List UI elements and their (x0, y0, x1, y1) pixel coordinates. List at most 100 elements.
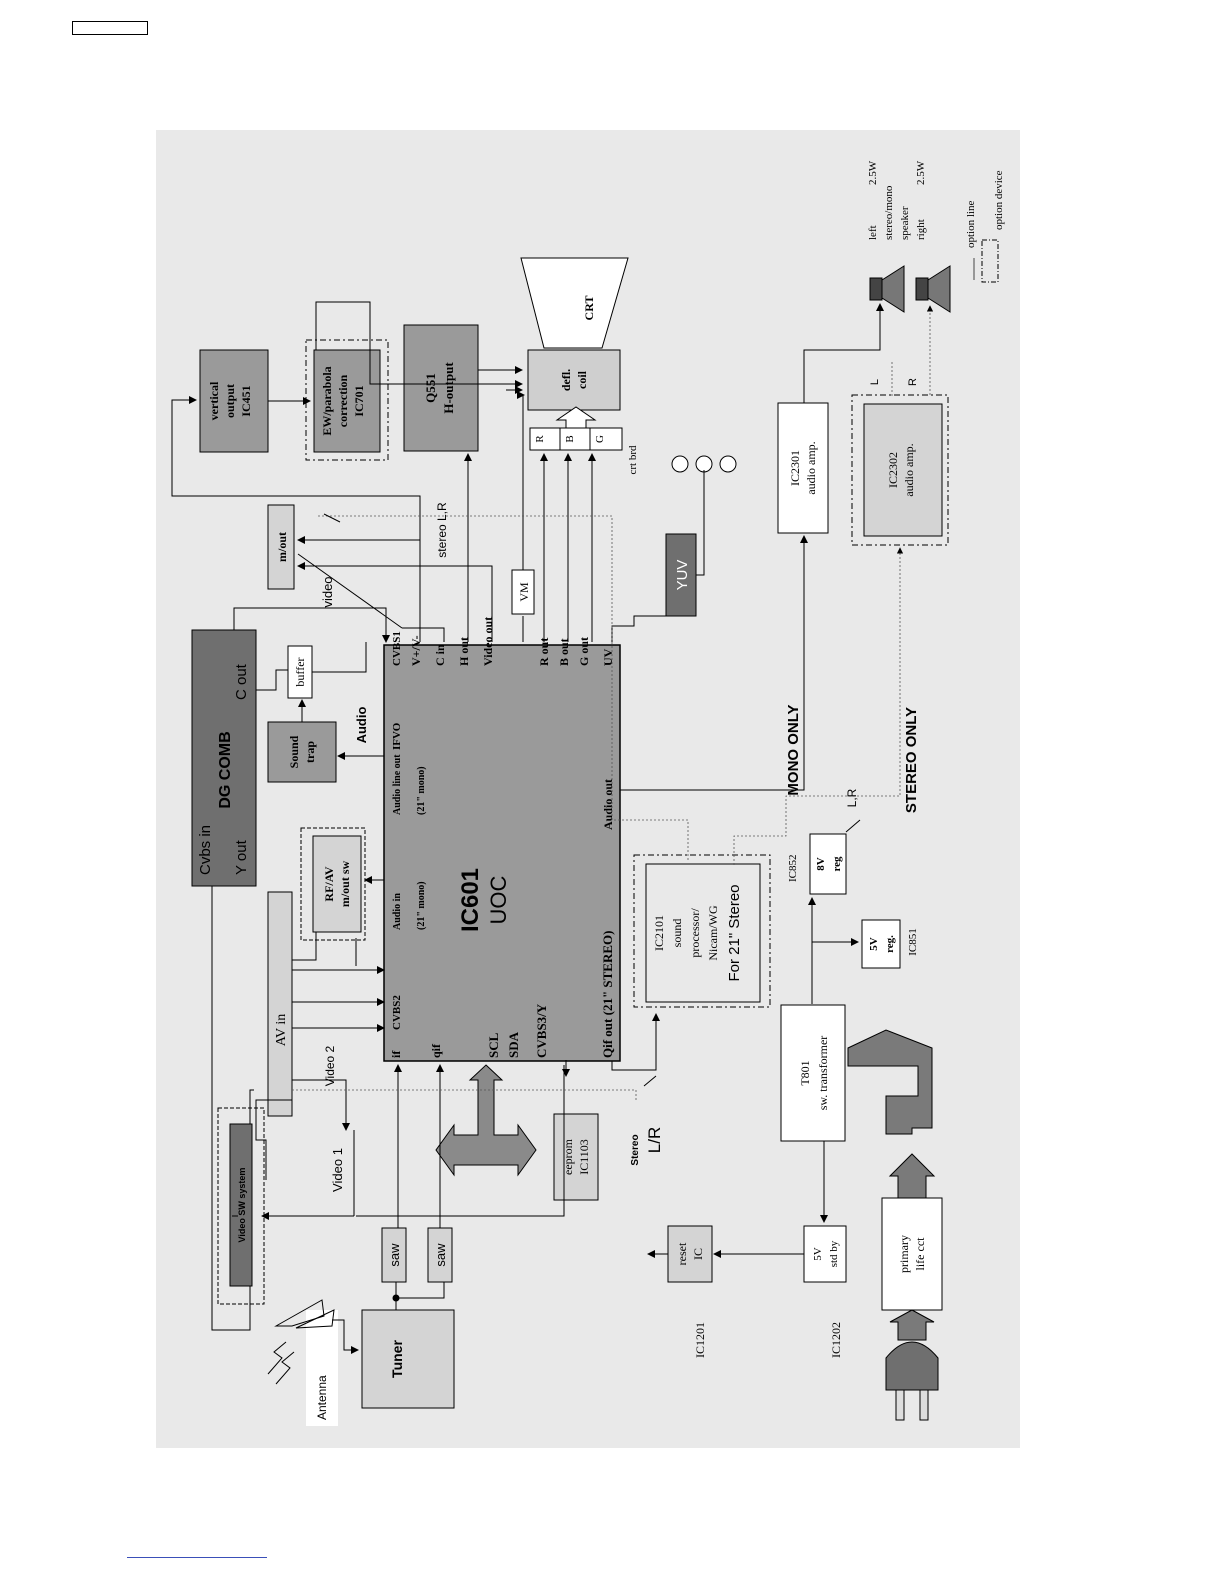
svg-text:if: if (389, 1050, 403, 1058)
svg-text:IC2302: IC2302 (886, 452, 900, 488)
header-box (72, 21, 148, 35)
svg-text:IC2301: IC2301 (788, 450, 802, 486)
svg-text:IC601: IC601 (457, 868, 484, 932)
svg-text:qif: qif (429, 1043, 443, 1058)
ew-correction-block: EW/parabola correction IC701 (305, 339, 389, 461)
eeprom-block: eeprom IC1103 (553, 1113, 599, 1201)
svg-text:8V: 8V (815, 857, 827, 871)
svg-text:correction: correction (336, 374, 350, 427)
svg-text:YUV: YUV (674, 560, 691, 591)
svg-text:CVBS3/Y: CVBS3/Y (534, 1003, 549, 1058)
crt-board: R B G crt brd (529, 427, 639, 475)
svg-text:audio amp.: audio amp. (804, 441, 818, 494)
svg-text:B out: B out (557, 638, 571, 666)
svg-text:C in: C in (433, 644, 447, 666)
svg-text:option line: option line (965, 201, 977, 248)
primary-up-arrow-icon (888, 1153, 936, 1199)
svg-text:B: B (564, 435, 576, 442)
svg-text:processor/: processor/ (688, 908, 702, 958)
svg-text:coil: coil (575, 370, 589, 389)
av-in-block: AV in (267, 891, 293, 1117)
svg-text:Audio line out: Audio line out (392, 754, 403, 815)
svg-text:Y out: Y out (233, 839, 250, 875)
svg-text:primary: primary (897, 1235, 911, 1273)
svg-text:Audio in: Audio in (392, 893, 403, 930)
svg-text:std by: std by (828, 1240, 840, 1267)
ic852-block: IC852 8V reg (787, 833, 847, 895)
svg-text:vertical: vertical (207, 381, 221, 420)
mains-plug-icon (885, 1341, 939, 1421)
svg-text:UV: UV (601, 648, 615, 666)
antenna-icon: Antenna (267, 1299, 338, 1426)
svg-text:Antenna: Antenna (315, 1375, 329, 1420)
svg-text:R: R (907, 378, 919, 386)
svg-text:Video out: Video out (481, 617, 495, 666)
svg-text:saw: saw (433, 1243, 448, 1267)
svg-text:DG COMB: DG COMB (217, 731, 234, 808)
svg-text:2.5W: 2.5W (915, 160, 927, 185)
svg-text:trap: trap (303, 741, 317, 763)
svg-text:CVBS2: CVBS2 (391, 995, 403, 1030)
svg-text:left: left (867, 225, 879, 240)
svg-text:sound: sound (670, 919, 684, 948)
svg-text:reg.: reg. (884, 935, 896, 953)
option-wires (292, 305, 934, 1100)
svg-text:saw: saw (387, 1243, 402, 1267)
svg-text:eeprom: eeprom (561, 1138, 575, 1175)
svg-text:IC451: IC451 (239, 385, 253, 416)
svg-text:EW/parabola: EW/parabola (320, 366, 334, 435)
svg-text:(21" mono): (21" mono) (416, 881, 427, 930)
ic2101-block: IC2101 sound processor/ Nicam/WG For 21"… (633, 854, 771, 1008)
t801-block: T801 sw. transformer (780, 1004, 846, 1142)
saw-filter-1: saw (381, 1227, 407, 1283)
svg-text:IC2101: IC2101 (652, 915, 666, 951)
h-output-block: Q551 H-output (403, 324, 479, 452)
svg-text:buffer: buffer (293, 657, 307, 686)
svg-text:reg: reg (831, 856, 843, 872)
svg-text:2.5W: 2.5W (867, 160, 879, 185)
speaker-labels: left 2.5W stereo/mono speaker right 2.5W (867, 160, 927, 240)
speaker-left-icon (869, 265, 905, 313)
yuv-block: YUV (665, 533, 697, 617)
ic2302-block: IC2302 audio amp. (851, 394, 949, 546)
svg-text:IC701: IC701 (352, 385, 366, 416)
dg-comb-block: Cvbs in DG COMB C out Y out (191, 629, 257, 887)
svg-text:(21" mono): (21" mono) (416, 766, 427, 815)
svg-text:video: video (320, 576, 335, 607)
deflection-coil: defl. coil (527, 349, 621, 411)
svg-text:5V: 5V (868, 937, 880, 951)
primary-block: primary life cct (881, 1197, 943, 1311)
svg-text:L,R: L,R (845, 788, 859, 807)
ic851-block: 5V reg. IC851 (861, 919, 919, 969)
svg-text:H out: H out (457, 637, 471, 666)
svg-text:m/out: m/out (275, 532, 289, 562)
vm-block: VM (511, 569, 535, 615)
crt-board-arrow (555, 406, 597, 429)
svg-text:Nicam/WG: Nicam/WG (706, 905, 720, 961)
buffer-block: buffer (287, 645, 313, 699)
svg-text:G out: G out (577, 637, 591, 666)
svg-text:defl.: defl. (559, 369, 573, 391)
svg-text:IC851: IC851 (907, 928, 919, 956)
svg-text:Cvbs in: Cvbs in (197, 825, 214, 875)
ic2301-block: IC2301 audio amp. (777, 402, 829, 534)
svg-text:audio amp.: audio amp. (902, 443, 916, 496)
svg-text:R out: R out (537, 638, 551, 666)
svg-text:L: L (869, 379, 881, 385)
plug-up-arrow-icon (889, 1309, 935, 1341)
svg-text:Video 1: Video 1 (330, 1148, 345, 1192)
svg-text:SCL: SCL (486, 1032, 501, 1058)
yuv-connector-icon (671, 455, 737, 473)
svg-text:IC1201: IC1201 (693, 1322, 707, 1358)
signal-labels: video stereo L,R Audio MONO ONLY STEREO … (320, 378, 920, 1192)
svg-text:Stereo: Stereo (630, 1134, 641, 1165)
svg-text:output: output (223, 384, 237, 418)
svg-text:crt brd: crt brd (627, 445, 639, 475)
svg-text:R: R (534, 435, 546, 443)
svg-text:AV in: AV in (274, 1014, 289, 1047)
signal-wires (171, 301, 884, 1354)
svg-text:STEREO ONLY: STEREO ONLY (903, 707, 920, 813)
sound-trap-block: Sound trap (267, 721, 337, 783)
svg-text:option device: option device (993, 170, 1005, 230)
svg-text:IC: IC (691, 1248, 705, 1260)
